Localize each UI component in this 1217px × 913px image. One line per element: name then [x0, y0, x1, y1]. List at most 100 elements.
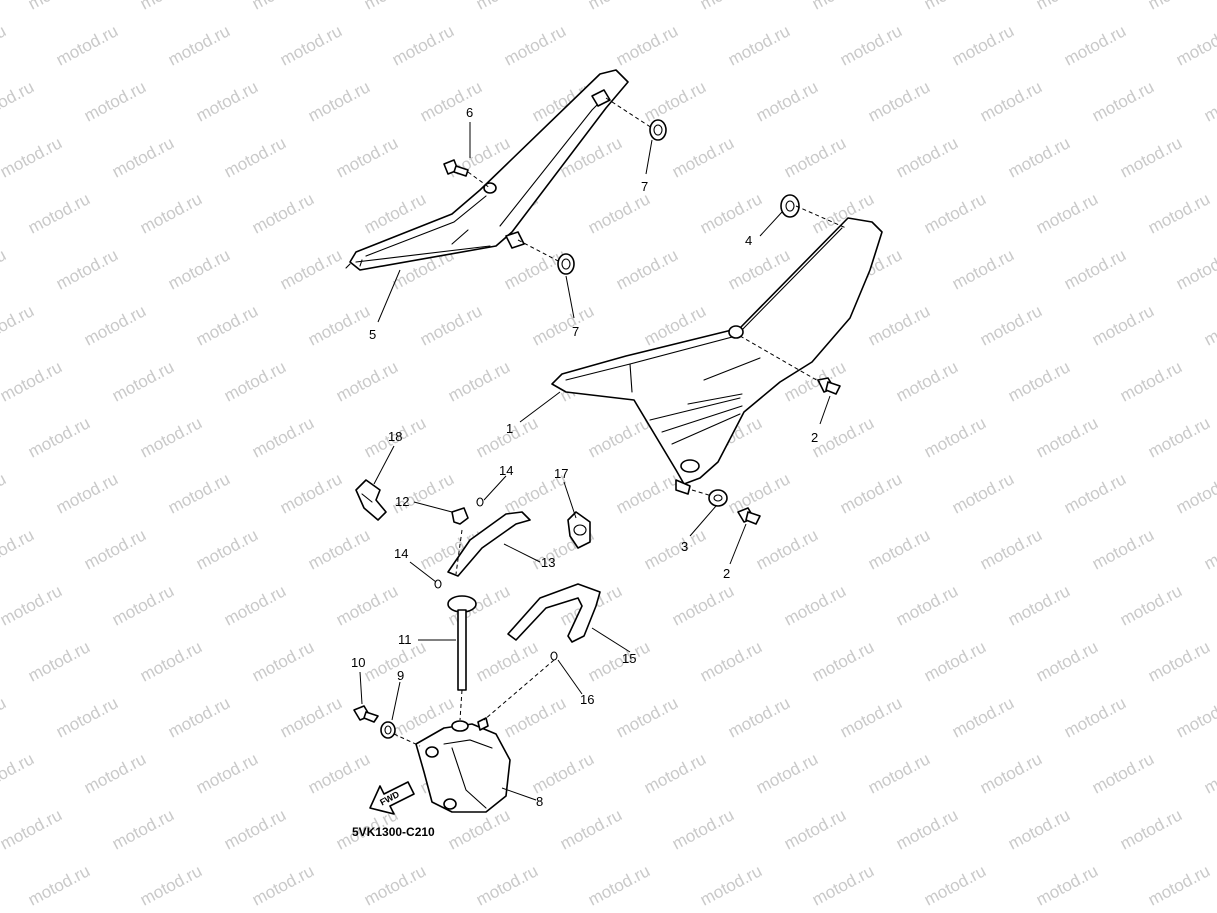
watermark-text: motod.ru: [137, 189, 205, 237]
watermark-text: motod.ru: [333, 581, 401, 629]
watermark-text: motod.ru: [893, 133, 961, 181]
grommet-part-9[interactable]: [380, 721, 396, 739]
clamp-part-16[interactable]: [550, 651, 558, 661]
watermark-text: motod.ru: [1145, 0, 1213, 14]
left-side-cover-part-5[interactable]: [345, 69, 629, 271]
watermark-text: motod.ru: [81, 749, 149, 797]
watermark-text: motod.ru: [193, 525, 261, 573]
watermark-text: motod.ru: [781, 581, 849, 629]
watermark-text: motod.ru: [361, 861, 429, 909]
callout-17: 17: [554, 466, 568, 481]
callout-1: 1: [506, 421, 513, 436]
watermark-text: motod.ru: [81, 77, 149, 125]
watermark-text: motod.ru: [0, 21, 9, 69]
grommet-part-7-upper[interactable]: [649, 119, 667, 141]
callout-16: 16: [580, 692, 594, 707]
watermark-text: motod.ru: [25, 637, 93, 685]
watermark-text: motod.ru: [1089, 77, 1157, 125]
watermark-text: motod.ru: [0, 301, 37, 349]
callout-8: 8: [536, 794, 543, 809]
bolt-part-2-upper[interactable]: [817, 377, 841, 395]
watermark-text: motod.ru: [1033, 637, 1101, 685]
watermark-text: motod.ru: [221, 581, 289, 629]
watermark-text: motod.ru: [837, 21, 905, 69]
watermark-text: motod.ru: [0, 581, 65, 629]
watermark-text: motod.ru: [949, 21, 1017, 69]
watermark-text: motod.ru: [81, 525, 149, 573]
watermark-text: motod.ru: [417, 77, 485, 125]
watermark-text: motod.ru: [25, 861, 93, 909]
watermark-text: motod.ru: [25, 189, 93, 237]
watermark-text: motod.ru: [781, 805, 849, 853]
watermark-text: motod.ru: [613, 245, 681, 293]
watermark-text: motod.ru: [333, 133, 401, 181]
grommet-part-4[interactable]: [780, 194, 800, 218]
callout-10: 10: [351, 655, 365, 670]
watermark-text: motod.ru: [949, 469, 1017, 517]
collar-part-3[interactable]: [708, 489, 728, 507]
watermark-text: motod.ru: [277, 469, 345, 517]
watermark-text: motod.ru: [305, 749, 373, 797]
watermark-text: motod.ru: [81, 301, 149, 349]
bolt-part-6[interactable]: [443, 159, 469, 177]
watermark-text: motod.ru: [0, 357, 65, 405]
watermark-text: motod.ru: [1061, 245, 1129, 293]
watermark-text: motod.ru: [977, 749, 1045, 797]
watermark-text: motod.ru: [333, 357, 401, 405]
watermark-text: motod.ru: [725, 693, 793, 741]
watermark-text: motod.ru: [697, 637, 765, 685]
watermark-text: motod.ru: [1089, 525, 1157, 573]
callout-3: 3: [681, 539, 688, 554]
hose-part-15[interactable]: [507, 583, 601, 643]
watermark-text: motod.ru: [613, 469, 681, 517]
pipe-part-11[interactable]: [447, 595, 477, 691]
hose-part-13[interactable]: [447, 511, 531, 577]
watermark-text: motod.ru: [305, 525, 373, 573]
clamp-part-14-lower[interactable]: [434, 579, 442, 589]
forward-direction-arrow: FWD: [369, 781, 415, 815]
watermark-text: motod.ru: [1145, 413, 1213, 461]
watermark-text: motod.ru: [1061, 469, 1129, 517]
watermark-text: motod.ru: [109, 805, 177, 853]
watermark-text: motod.ru: [949, 245, 1017, 293]
watermark-text: motod.ru: [893, 805, 961, 853]
watermark-text: motod.ru: [977, 525, 1045, 573]
leader-lines: [359, 97, 847, 801]
reservoir-tank-part-8[interactable]: [415, 717, 511, 813]
right-side-cover-part-1[interactable]: [551, 217, 883, 495]
watermark-text: motod.ru: [0, 805, 65, 853]
watermark-text: motod.ru: [0, 693, 9, 741]
watermark-text: motod.ru: [221, 805, 289, 853]
watermark-text: motod.ru: [669, 133, 737, 181]
watermark-text: motod.ru: [109, 581, 177, 629]
watermark-text: motod.ru: [1173, 469, 1217, 517]
joint-part-12[interactable]: [451, 507, 469, 525]
watermark-text: motod.ru: [445, 357, 513, 405]
bolt-part-2-lower[interactable]: [737, 507, 761, 525]
watermark-text: motod.ru: [753, 749, 821, 797]
watermark-text: motod.ru: [249, 861, 317, 909]
callout-numbers: 6 7 7 5 4 1 2 3 2 18 14 12 17 13 14 11 1…: [351, 105, 818, 809]
callout-18: 18: [388, 429, 402, 444]
watermark-text: motod.ru: [249, 637, 317, 685]
grommet-part-7-lower[interactable]: [557, 253, 575, 275]
watermark-text: motod.ru: [1117, 133, 1185, 181]
watermark-text: motod.ru: [361, 637, 429, 685]
watermark-text: motod.ru: [529, 749, 597, 797]
clamp-part-14-upper[interactable]: [476, 497, 484, 507]
watermark-text: motod.ru: [641, 525, 709, 573]
diagram-code: 5VK1300-C210: [352, 825, 435, 839]
watermark-text: motod.ru: [165, 245, 233, 293]
clip-part-18[interactable]: [355, 479, 387, 521]
watermark-text: motod.ru: [277, 245, 345, 293]
watermark-text: motod.ru: [809, 413, 877, 461]
watermark-text: motod.ru: [837, 469, 905, 517]
watermark-text: motod.ru: [1089, 749, 1157, 797]
callout-11: 11: [398, 632, 412, 647]
clip-part-17[interactable]: [567, 511, 591, 549]
callout-14-upper: 14: [499, 463, 513, 478]
bolt-part-10[interactable]: [353, 705, 379, 723]
watermark-text: motod.ru: [165, 693, 233, 741]
watermark-text: motod.ru: [0, 525, 37, 573]
